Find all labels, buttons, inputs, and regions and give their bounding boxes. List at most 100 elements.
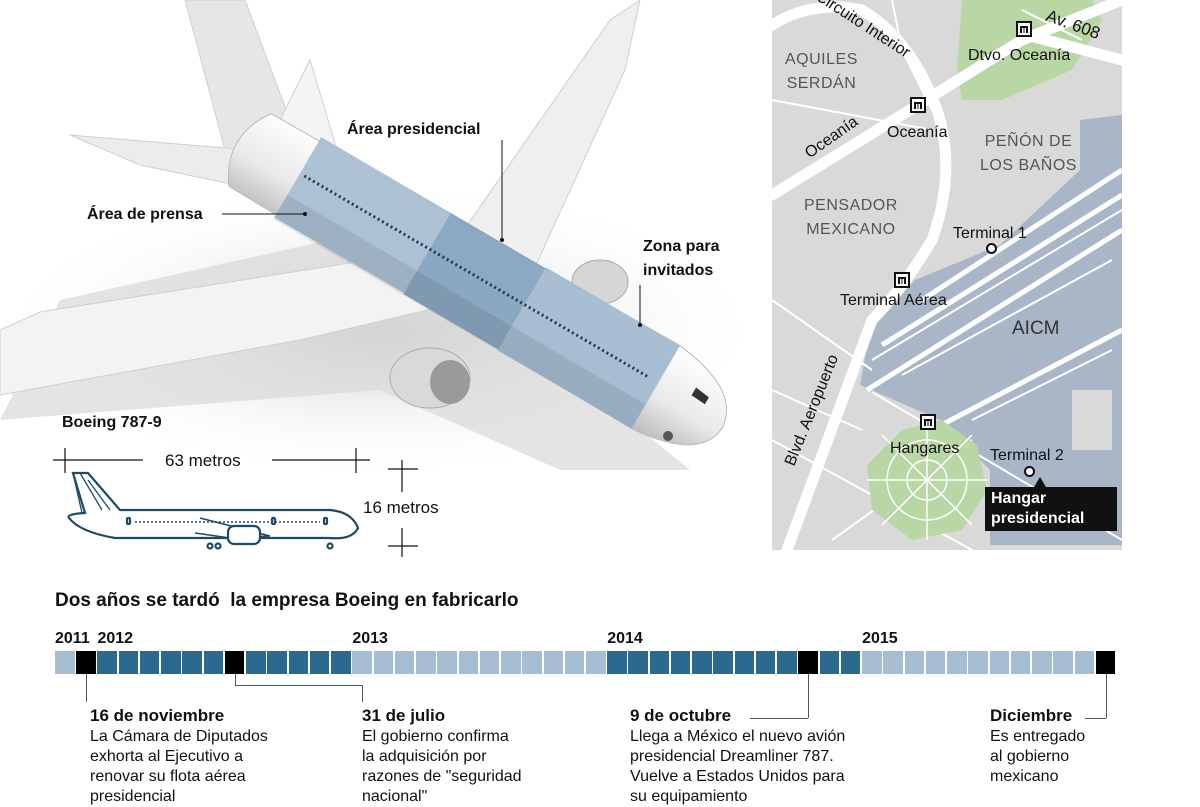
timeline-month — [947, 651, 967, 674]
timeline-month — [501, 651, 521, 674]
timeline-title: Dos años se tardó la empresa Boeing en f… — [55, 590, 519, 611]
event-description: la adquisición por — [362, 748, 487, 765]
timeline-year-label: 2015 — [862, 630, 898, 647]
timeline-connector — [235, 674, 236, 685]
metro-icon — [1016, 21, 1032, 37]
neighborhood-line: PEÑÓN DE — [984, 133, 1073, 150]
timeline-month — [203, 651, 224, 674]
terminal-1-label: Terminal 1 — [953, 225, 1027, 242]
length-dimension: 63 metros — [165, 451, 241, 470]
timeline-event-month — [76, 651, 96, 674]
neighborhood-line: MEXICANO — [806, 221, 896, 238]
timeline-month — [564, 651, 585, 674]
metro-icon — [894, 272, 910, 288]
timeline-year-label: 2013 — [352, 630, 388, 647]
timeline-month — [55, 651, 75, 674]
section-guests — [497, 267, 681, 429]
height-dimension: 16 metros — [363, 498, 439, 517]
event-description: El gobierno confirma — [362, 728, 509, 745]
label-presidential-area: Área presidencial — [347, 121, 481, 138]
neighborhood-line: AQUILES — [785, 51, 858, 68]
neighborhood-pensador: PENSADOR MEXICANO — [804, 194, 898, 242]
terminal-2-marker — [1024, 466, 1035, 477]
timeline-month — [246, 651, 266, 674]
event-description: al gobierno — [990, 748, 1070, 765]
event-description: Es entregado — [990, 728, 1086, 745]
timeline-month — [755, 651, 776, 674]
timeline-month — [925, 651, 946, 674]
timeline-month — [267, 651, 287, 674]
timeline-month — [161, 651, 181, 674]
event-description: renovar su flota aérea — [90, 768, 246, 785]
timeline-month — [628, 651, 648, 674]
timeline-month — [670, 651, 691, 674]
metro-icon — [920, 414, 936, 430]
timeline-connector — [362, 685, 363, 702]
location-map: Circuito Interior Av. 608 Oceanía Blvd. … — [772, 0, 1122, 550]
landing-gear — [663, 431, 673, 441]
timeline-month — [139, 651, 160, 674]
event-date: 9 de octubre — [630, 706, 732, 725]
station-dtvo-oceania: Dtvo. Oceanía — [968, 47, 1071, 64]
timeline-month — [373, 651, 394, 674]
fuselage — [227, 113, 727, 446]
label-guests-1: Zona para — [643, 238, 720, 255]
timeline-month — [182, 651, 202, 674]
timeline-event-month — [798, 651, 818, 674]
neighborhood-line: PENSADOR — [804, 197, 898, 214]
timeline-month — [819, 651, 840, 674]
timeline-month — [416, 651, 436, 674]
timeline-event-month — [224, 651, 245, 674]
callout-line: presidencial — [991, 510, 1085, 527]
event-description: razones de "seguridad — [362, 768, 522, 785]
timeline-month — [543, 651, 564, 674]
timeline-month — [840, 651, 861, 674]
callout-pointer — [1034, 477, 1046, 487]
timeline-year-label: 2011 — [55, 630, 90, 647]
timeline-month — [607, 651, 627, 674]
event-description: presidencial — [90, 788, 176, 805]
dimension-diagram — [53, 448, 418, 557]
event-date: 16 de noviembre — [90, 706, 225, 725]
timeline-month — [97, 651, 117, 674]
plane-side-outline — [67, 471, 360, 550]
timeline-month — [713, 651, 733, 674]
section-presidential — [403, 212, 546, 350]
callout-line: Hangar — [991, 490, 1047, 507]
timeline-month — [437, 651, 457, 674]
timeline-month — [862, 651, 882, 674]
timeline-month — [734, 651, 755, 674]
timeline-connector — [235, 685, 362, 686]
timeline-month — [352, 651, 372, 674]
metro-icon — [910, 97, 926, 113]
timeline-month — [1010, 651, 1031, 674]
timeline-month — [288, 651, 309, 674]
engine-intake — [430, 360, 470, 404]
event-description: su equipamiento — [630, 788, 748, 805]
timeline-month — [883, 651, 903, 674]
station-hangares: Hangares — [890, 440, 960, 457]
terminal-2-label: Terminal 2 — [990, 447, 1064, 464]
timeline-month — [968, 651, 988, 674]
timeline-month — [1032, 651, 1052, 674]
timeline-connector — [86, 674, 87, 702]
section-press — [274, 137, 451, 294]
label-guests-2: invitados — [643, 262, 714, 279]
road-av-608 — [1021, 29, 1122, 66]
timeline-connector — [750, 718, 808, 719]
timeline-month — [586, 651, 606, 674]
neighborhood-line: LOS BAÑOS — [980, 157, 1077, 174]
plane-model: Boeing 787-9 — [62, 414, 162, 431]
timeline-connector — [1085, 718, 1106, 719]
timeline-month — [309, 651, 330, 674]
timeline-month — [479, 651, 500, 674]
event-description: Llega a México el nuevo avión — [630, 728, 846, 745]
timeline-month — [777, 651, 797, 674]
timeline-month — [331, 651, 351, 674]
station-terminal-aerea: Terminal Aérea — [840, 292, 947, 309]
timeline-month — [649, 651, 670, 674]
airport-label: AICM — [1012, 318, 1060, 339]
event-date: Diciembre — [990, 706, 1073, 725]
timeline-month — [458, 651, 479, 674]
